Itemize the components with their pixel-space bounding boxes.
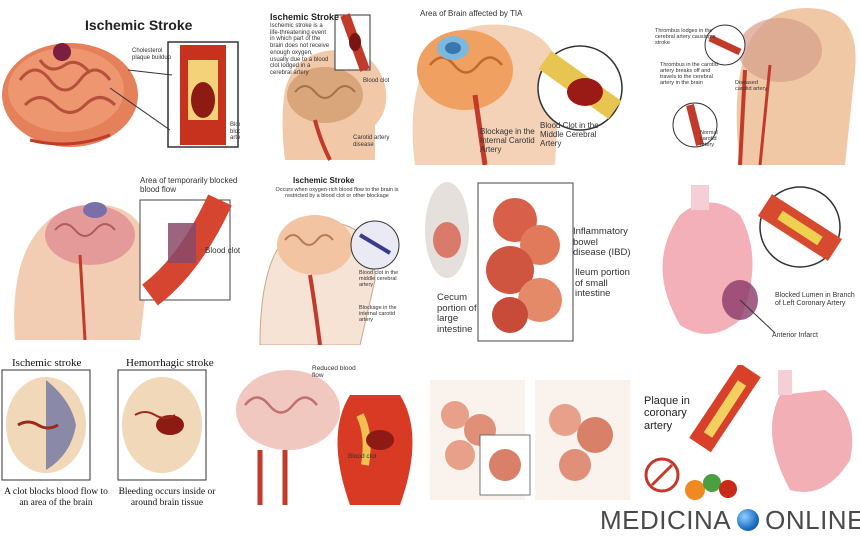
lumen-label: Blocked Lumen in Branch of Left Coronary… xyxy=(775,292,855,307)
thrombus-face-illustration xyxy=(672,8,856,165)
plaque-label: Plaque in coronary artery xyxy=(644,395,690,432)
clot-label: Blood clot xyxy=(205,246,241,255)
clot-label: Blood clot blocks artery xyxy=(230,122,240,142)
panel-coronary-plaque: Plaque in coronary artery xyxy=(640,365,860,505)
panel-tia-head: Area of Brain affected by TIA Blockage i… xyxy=(405,0,625,165)
cecum-label: Cecum portion of large intestine xyxy=(437,292,477,335)
panel-ischemic-stroke-profile: Ischemic Stroke Occurs when oxygen-rich … xyxy=(255,175,410,345)
clot-label: Blood clot xyxy=(348,453,377,460)
hemorrhagic-caption: Bleeding occurs inside or around brain t… xyxy=(118,487,216,508)
clot-label: Blood clot in the middle cerebral artery xyxy=(359,270,399,289)
stroke-types-illustration xyxy=(1,369,207,481)
hemorrhagic-title: Hemorrhagic stroke xyxy=(126,357,214,369)
clot-label: Blood Clot in the Middle Cerebral Artery xyxy=(540,121,599,148)
watermark: MEDICINA ONLINE xyxy=(600,505,860,536)
brain-artery-illustration xyxy=(2,41,239,148)
stroke-profile-illustration xyxy=(259,215,400,345)
watermark-right: ONLINE xyxy=(765,505,860,535)
plaque-label: Cholesterol plaque buildup xyxy=(132,48,172,61)
ischemic-title: Ischemic stroke xyxy=(12,357,82,369)
description: Occurs when oxygen-rich blood flow to th… xyxy=(275,187,399,200)
reduced-label: Reduced blood flow xyxy=(312,365,356,380)
ibd-label: Inflammatory bowel disease (IBD) xyxy=(573,226,630,259)
thrombus-label: Thrombus lodges in the cerebral artery c… xyxy=(655,28,716,47)
panel-reduced-blood-flow: Reduced blood flow Blood clot xyxy=(230,355,420,505)
blocked-flow-head-illustration xyxy=(14,194,232,341)
watermark-left: MEDICINA xyxy=(600,505,732,535)
head-profile-illustration xyxy=(282,13,387,161)
globe-icon xyxy=(737,509,760,531)
tia-label: Area of Brain affected by TIA xyxy=(420,9,523,18)
carotid-label: Carotid artery disease xyxy=(353,135,390,148)
ischemic-caption: A clot blocks blood flow to an area of t… xyxy=(4,487,108,508)
panel-abdomen-intestines xyxy=(425,375,635,505)
tia-head-illustration xyxy=(412,24,623,165)
panel-title: Ischemic Stroke xyxy=(85,17,193,33)
ileum-label: Ileum portion of small intestine xyxy=(575,267,630,300)
reduced-flow-illustration xyxy=(236,370,413,505)
infarct-label: Anterior Infarct xyxy=(772,332,818,339)
normal-label: Normal carotid artery xyxy=(700,130,718,149)
coronary-plaque-illustration xyxy=(644,365,853,500)
description: Ischemic stroke is a life-threatening ev… xyxy=(270,23,330,77)
panel-title: Ischemic Stroke xyxy=(270,12,340,22)
abdomen-illustration xyxy=(430,380,630,500)
panel-ischemic-stroke-brain-artery: Ischemic Stroke Cholesterol plaque build… xyxy=(0,0,240,165)
clot-label: Blood clot xyxy=(363,78,390,84)
panel-thrombus-face: Thrombus lodges in the cerebral artery c… xyxy=(650,0,860,165)
panel-blocked-flow-head: Area of temporarily blocked blood flow B… xyxy=(0,175,245,345)
panel-stroke-types: Ischemic stroke Hemorrhagic stroke A clo… xyxy=(0,355,225,515)
heart-coronary-illustration xyxy=(662,185,843,334)
breaks-label: Thrombus in the carotid artery breaks of… xyxy=(660,62,718,87)
carotid-label: Blockage in the Internal Carotid Artery xyxy=(480,127,535,154)
panel-ischemic-stroke-head: Ischemic Stroke Ischemic stroke is a lif… xyxy=(245,0,395,165)
area-label: Area of temporarily blocked blood flow xyxy=(140,176,238,194)
diseased-label: Diseased carotid artery xyxy=(735,80,768,93)
panel-ibd-intestine: Inflammatory bowel disease (IBD) Ileum p… xyxy=(415,175,630,345)
ibd-intestine-illustration xyxy=(425,182,574,342)
blockage-label: Blockage in the internal carotid artery xyxy=(359,305,397,324)
panel-heart-coronary: Blocked Lumen in Branch of Left Coronary… xyxy=(640,175,860,345)
panel-title: Ischemic Stroke xyxy=(293,176,355,185)
